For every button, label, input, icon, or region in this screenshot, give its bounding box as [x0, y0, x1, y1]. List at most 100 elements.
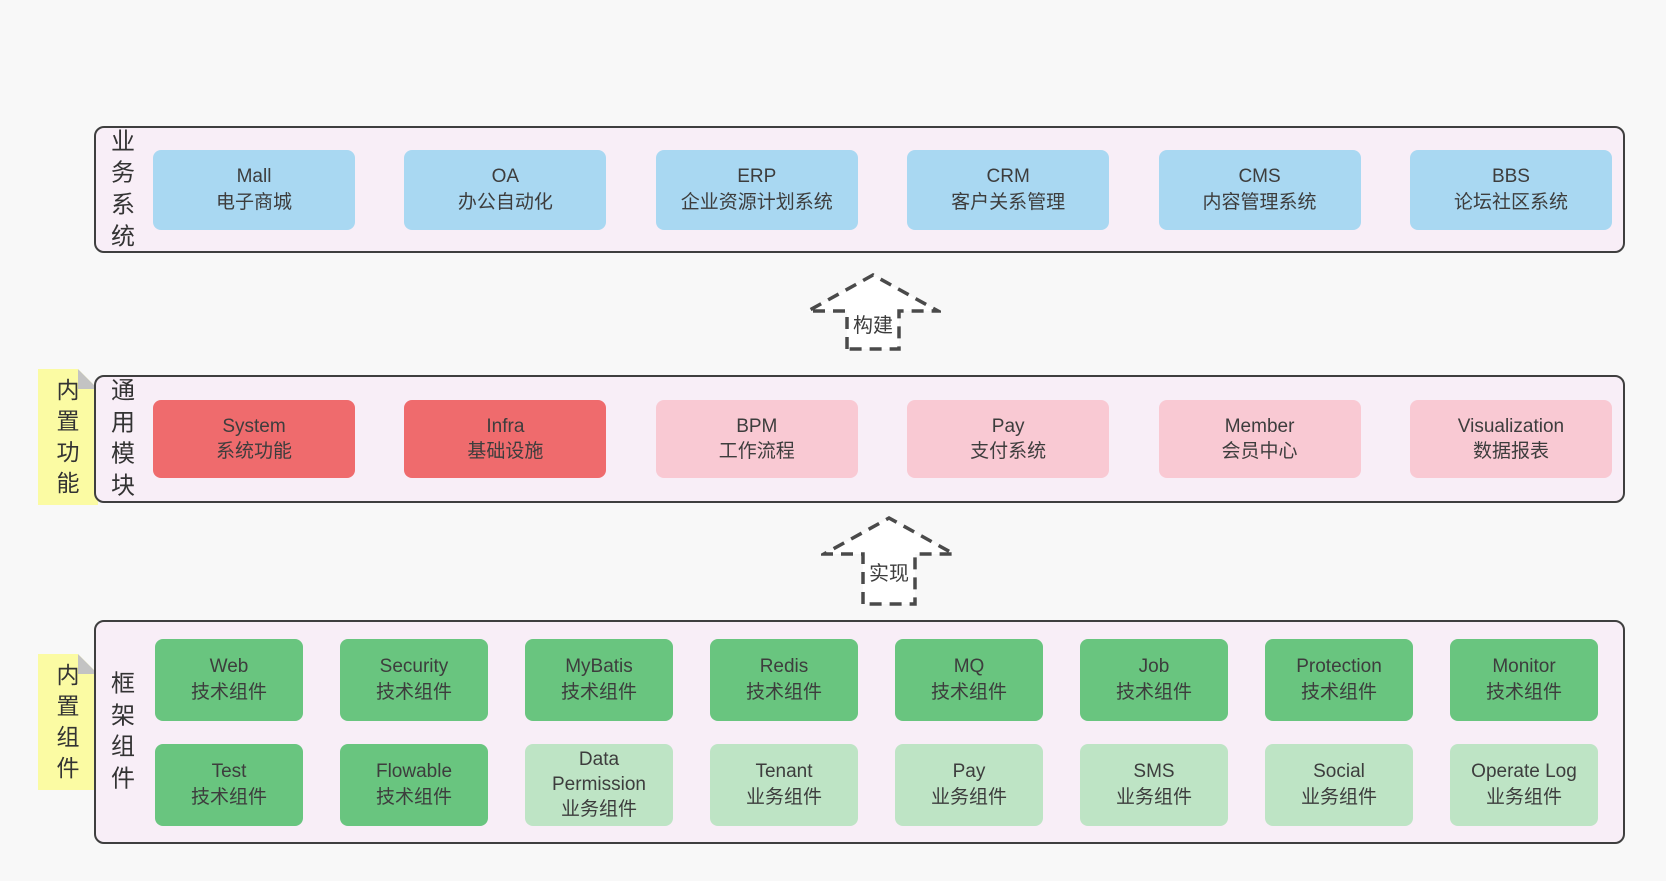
module-box-subtitle: 业务组件 [560, 799, 637, 821]
module-box-subtitle: 支付系统 [970, 441, 1047, 462]
module-box-redis: Redis 技术组件 [710, 638, 858, 721]
module-box-subtitle: 论坛社区系统 [1453, 191, 1568, 213]
module-box-title: Test [211, 761, 247, 783]
module-box-pay: Pay 业务组件 [895, 743, 1043, 826]
module-box-subtitle: 技术组件 [190, 681, 267, 703]
module-box-title: ERP [737, 166, 777, 188]
module-box-title: BPM [736, 415, 778, 437]
module-box-title: Pay [952, 761, 986, 783]
module-box-subtitle: 数据报表 [1472, 441, 1549, 462]
module-box-subtitle: 技术组件 [560, 681, 637, 703]
sticky-note-label: 内置功能 [56, 376, 80, 497]
module-box-subtitle: 业务组件 [745, 786, 822, 808]
module-box-subtitle: 业务组件 [930, 786, 1007, 808]
module-box-subtitle: 客户关系管理 [951, 191, 1066, 213]
module-box-subtitle: 技术组件 [745, 681, 822, 703]
layer-label: 通用模块 [111, 377, 135, 500]
module-box-job: Job 技术组件 [1080, 638, 1228, 721]
module-box-title: OA [491, 166, 520, 188]
module-box-title: Member [1224, 415, 1295, 437]
module-box-title: Tenant [755, 761, 813, 783]
module-box-data-permission: Data Permission 业务组件 [525, 743, 673, 826]
module-box-member: Member 会员中心 [1158, 400, 1361, 478]
module-box-title: Monitor [1492, 656, 1556, 678]
build-arrow-label: 构建 [850, 314, 896, 338]
module-box-subtitle: 技术组件 [1115, 681, 1192, 703]
module-box-title: Data Permission [552, 748, 646, 795]
module-box-title: SMS [1133, 761, 1175, 783]
module-box-title: CMS [1238, 166, 1281, 188]
module-box-subtitle: 工作流程 [718, 441, 795, 462]
sticky-note-label: 内置组件 [56, 661, 80, 782]
layer-boxes: Mall 电子商城 OA 办公自动化 ERP 企业资源计划系统 CRM 客户关系管理 CMS 内容… [153, 128, 1612, 251]
module-box-subtitle: 技术组件 [1485, 681, 1562, 703]
module-box-mq: MQ 技术组件 [895, 638, 1043, 721]
module-box-title: CRM [986, 166, 1030, 188]
module-box-title: System [222, 415, 286, 437]
module-row: Mall 电子商城 OA 办公自动化 ERP 企业资源计划系统 CRM 客户关系管理 CMS 内容… [153, 149, 1612, 230]
module-box-web: Web 技术组件 [155, 638, 303, 721]
module-box-title: MQ [953, 656, 985, 678]
module-box-test: Test 技术组件 [155, 743, 303, 826]
module-box-title: Security [379, 656, 449, 678]
module-box-subtitle: 技术组件 [930, 681, 1007, 703]
module-box-subtitle: 业务组件 [1300, 786, 1377, 808]
module-box-protection: Protection 技术组件 [1265, 638, 1413, 721]
implement-arrow-icon: 实现 [821, 515, 957, 607]
module-box-operate-log: Operate Log 业务组件 [1450, 743, 1598, 826]
module-box-security: Security 技术组件 [340, 638, 488, 721]
module-box-title: Social [1313, 761, 1365, 783]
module-box-mall: Mall 电子商城 [153, 149, 355, 230]
module-box-subtitle: 基础设施 [467, 441, 544, 462]
module-box-title: Pay [991, 415, 1025, 437]
module-box-subtitle: 技术组件 [1300, 681, 1377, 703]
module-box-title: Protection [1296, 656, 1382, 678]
module-box-erp: ERP 企业资源计划系统 [655, 149, 858, 230]
module-box-subtitle: 系统功能 [215, 441, 292, 462]
module-box-title: Redis [759, 656, 809, 678]
module-box-title: Web [209, 656, 249, 678]
built-in-components-sticky-note: 内置组件 [38, 654, 98, 790]
module-box-system: System 系统功能 [153, 400, 355, 478]
module-box-sms: SMS 业务组件 [1080, 743, 1228, 826]
module-box-mybatis: MyBatis 技术组件 [525, 638, 673, 721]
module-box-title: Mall [236, 166, 272, 188]
module-box-flowable: Flowable 技术组件 [340, 743, 488, 826]
module-box-subtitle: 技术组件 [375, 681, 452, 703]
module-box-title: BBS [1491, 166, 1530, 188]
module-box-subtitle: 电子商城 [215, 191, 292, 213]
module-box-social: Social 业务组件 [1265, 743, 1413, 826]
module-box-subtitle: 会员中心 [1221, 441, 1298, 462]
module-box-subtitle: 内容管理系统 [1202, 191, 1317, 213]
layer-label: 框架组件 [111, 670, 135, 793]
module-box-title: MyBatis [565, 656, 633, 678]
build-arrow-icon: 构建 [805, 272, 941, 352]
layer-label: 业务系统 [111, 128, 135, 251]
module-box-subtitle: 企业资源计划系统 [680, 191, 833, 213]
module-box-bbs: BBS 论坛社区系统 [1409, 149, 1612, 230]
module-box-bpm: BPM 工作流程 [655, 400, 858, 478]
module-box-subtitle: 技术组件 [190, 786, 267, 808]
module-box-subtitle: 业务组件 [1485, 786, 1562, 808]
built-in-features-sticky-note: 内置功能 [38, 369, 98, 505]
layer-business-systems: 业务系统 Mall 电子商城 OA 办公自动化 ERP 企业资源计划系统 CRM 客户关系管理… [94, 126, 1625, 253]
module-box-subtitle: 业务组件 [1115, 786, 1192, 808]
module-box-tenant: Tenant 业务组件 [710, 743, 858, 826]
module-box-subtitle: 办公自动化 [457, 191, 553, 213]
module-box-pay: Pay 支付系统 [907, 400, 1110, 478]
module-box-title: Operate Log [1471, 761, 1577, 783]
module-box-monitor: Monitor 技术组件 [1450, 638, 1598, 721]
module-box-subtitle: 技术组件 [375, 786, 452, 808]
module-box-title: Job [1138, 656, 1170, 678]
module-box-title: Flowable [375, 761, 453, 783]
module-box-oa: OA 办公自动化 [404, 149, 607, 230]
